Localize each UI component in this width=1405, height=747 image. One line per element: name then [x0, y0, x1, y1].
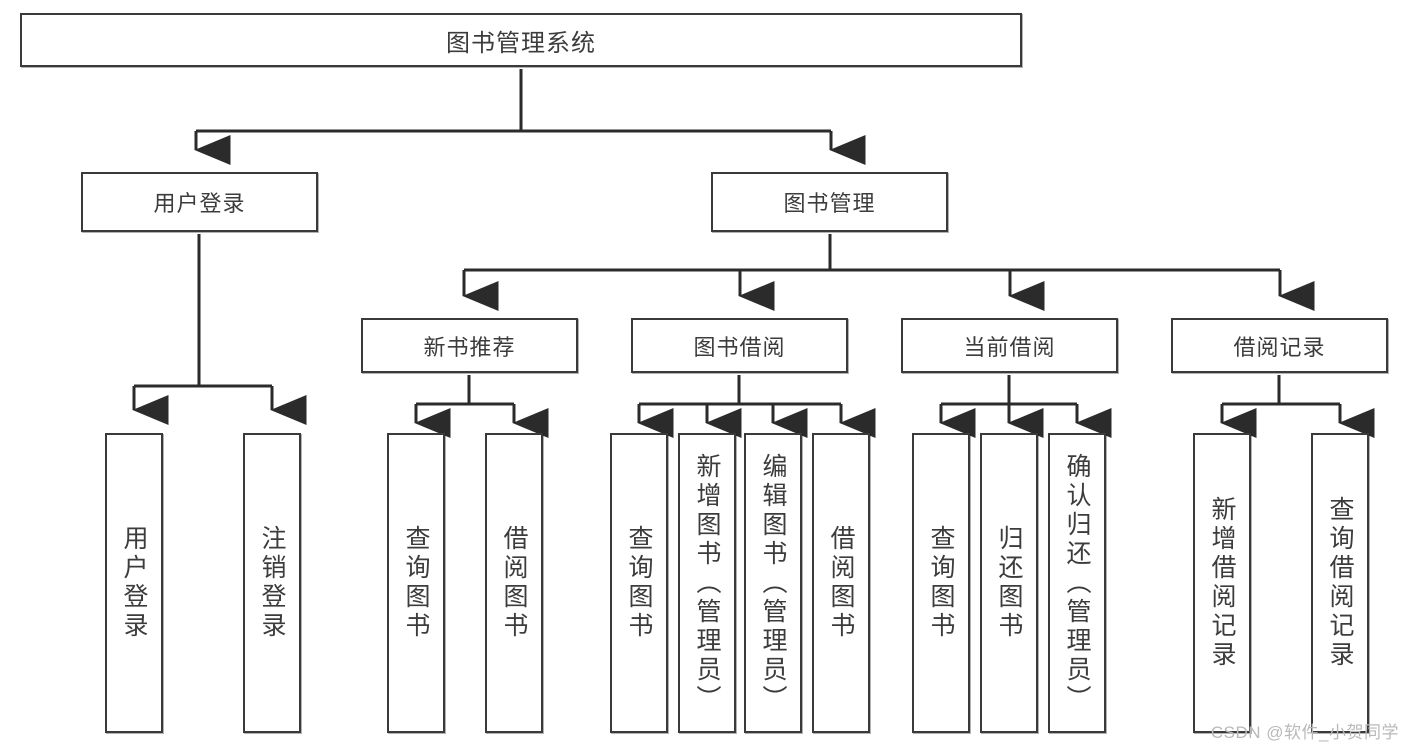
node-root-system[interactable]: 图书管理系统 [20, 13, 1022, 67]
leaf-label: 查询图书 [625, 525, 653, 641]
leaf-current-borrow-query[interactable]: 查询图书 [912, 433, 970, 733]
leaf-label: 确认归还（管理员） [1063, 452, 1091, 714]
leaf-user-login-login[interactable]: 用户登录 [105, 433, 163, 733]
leaf-new-book-borrow[interactable]: 借阅图书 [485, 433, 543, 733]
leaf-borrow-record-query[interactable]: 查询借阅记录 [1311, 433, 1369, 733]
leaf-book-borrow-add[interactable]: 新增图书（管理员） [678, 433, 736, 733]
node-user-login[interactable]: 用户登录 [81, 172, 318, 232]
leaf-label: 借阅图书 [500, 525, 528, 641]
node-borrow-record[interactable]: 借阅记录 [1171, 318, 1388, 373]
leaf-book-borrow-edit[interactable]: 编辑图书（管理员） [744, 433, 802, 733]
leaf-label: 查询借阅记录 [1326, 496, 1354, 670]
leaf-label: 借阅图书 [827, 525, 855, 641]
leaf-label: 用户登录 [120, 525, 148, 641]
leaf-label: 归还图书 [995, 525, 1023, 641]
leaf-label: 新增图书（管理员） [693, 452, 721, 714]
leaf-current-borrow-return[interactable]: 归还图书 [980, 433, 1038, 733]
leaf-borrow-record-add[interactable]: 新增借阅记录 [1193, 433, 1251, 733]
leaf-label: 查询图书 [927, 525, 955, 641]
node-book-borrow[interactable]: 图书借阅 [631, 318, 848, 373]
leaf-book-borrow-borrow[interactable]: 借阅图书 [812, 433, 870, 733]
node-current-borrow[interactable]: 当前借阅 [901, 318, 1118, 373]
node-book-management[interactable]: 图书管理 [711, 172, 948, 232]
node-new-book-recommend[interactable]: 新书推荐 [361, 318, 578, 373]
leaf-current-borrow-confirm-return[interactable]: 确认归还（管理员） [1048, 433, 1106, 733]
leaf-user-login-logout[interactable]: 注销登录 [243, 433, 301, 733]
leaf-label: 新增借阅记录 [1208, 496, 1236, 670]
leaf-label: 注销登录 [258, 525, 286, 641]
leaf-label: 编辑图书（管理员） [759, 452, 787, 714]
leaf-new-book-query[interactable]: 查询图书 [387, 433, 445, 733]
leaf-book-borrow-query[interactable]: 查询图书 [610, 433, 668, 733]
watermark-text: CSDN @软件_小贺同学 [1210, 723, 1399, 742]
leaf-label: 查询图书 [402, 525, 430, 641]
